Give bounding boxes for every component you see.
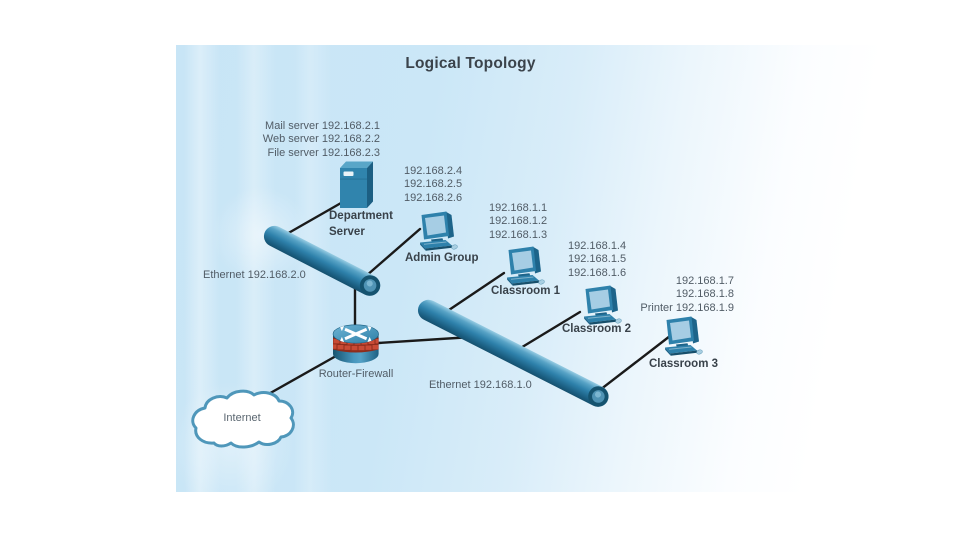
classroom1-label: Classroom 1 xyxy=(491,285,561,297)
page-title: Logical Topology xyxy=(405,55,536,72)
admin-group-label: Admin Group xyxy=(405,252,479,264)
router-x-arrows xyxy=(340,325,372,343)
classroom2-ip-line: 192.168.1.5 xyxy=(568,253,627,266)
server-ip-line: Mail server 192.168.2.1 xyxy=(265,120,380,132)
department-server-icon xyxy=(340,161,373,208)
link-admin-to-lan2 xyxy=(364,227,422,278)
link-router-to-lan1 xyxy=(376,335,474,345)
classroom3-label: Classroom 3 xyxy=(649,358,719,370)
server-ip-list: Mail server 192.168.2.1 Web server 192.1… xyxy=(200,120,380,160)
connection-lines xyxy=(256,201,672,402)
classroom2-ip-line: 192.168.1.6 xyxy=(568,266,627,279)
router-firewall-icon xyxy=(332,324,379,364)
classroom3-ip-line: Printer 192.168.1.9 xyxy=(640,301,734,314)
server-ip-line: File server 192.168.2.3 xyxy=(267,146,380,159)
classroom3-ip-line: 192.168.1.7 xyxy=(675,275,734,287)
link-classroom3-to-lan1 xyxy=(594,334,672,395)
router-firewall-label: Router-Firewall xyxy=(318,368,394,380)
admin-group-pc-icon xyxy=(419,211,459,252)
classroom1-ip-list: 192.168.1.1 192.168.1.2 192.168.1.3 xyxy=(489,202,547,242)
ethernet-bus-2-icon xyxy=(263,225,381,296)
admin-ip-list: 192.168.2.4 192.168.2.5 192.168.2.6 xyxy=(404,165,462,205)
classroom2-ip-list: 192.168.1.4 192.168.1.5 192.168.1.6 xyxy=(568,240,626,280)
classroom1-pc-icon xyxy=(506,246,546,287)
classroom3-ip-list: 192.168.1.7 192.168.1.8 Printer 192.168.… xyxy=(594,275,734,315)
link-classroom1-to-lan1 xyxy=(438,271,506,318)
ethernet2-segment-label: Ethernet 192.168.2.0 xyxy=(203,269,306,281)
admin-ip-line: 192.168.2.4 xyxy=(404,165,463,177)
classroom2-label: Classroom 2 xyxy=(562,323,632,335)
ethernet1-segment-label: Ethernet 192.168.1.0 xyxy=(429,379,532,391)
server-ip-line: Web server 192.168.2.2 xyxy=(262,133,380,146)
internet-label: Internet xyxy=(223,412,261,424)
classroom2-ip-line: 192.168.1.4 xyxy=(568,240,627,252)
department-server-label: Department Server xyxy=(329,210,393,238)
admin-ip-line: 192.168.2.6 xyxy=(404,191,463,204)
classroom1-ip-line: 192.168.1.3 xyxy=(489,228,548,241)
admin-ip-line: 192.168.2.5 xyxy=(404,178,463,191)
classroom1-ip-line: 192.168.1.1 xyxy=(489,202,548,214)
classroom1-ip-line: 192.168.1.2 xyxy=(489,215,548,228)
internet-cloud-icon xyxy=(191,389,295,449)
link-server-to-lan2 xyxy=(283,201,343,237)
classroom3-pc-icon xyxy=(664,316,704,357)
ethernet-bus-1-icon xyxy=(417,299,609,407)
classroom3-ip-line: 192.168.1.8 xyxy=(675,288,734,301)
link-classroom2-to-lan1 xyxy=(512,310,582,354)
